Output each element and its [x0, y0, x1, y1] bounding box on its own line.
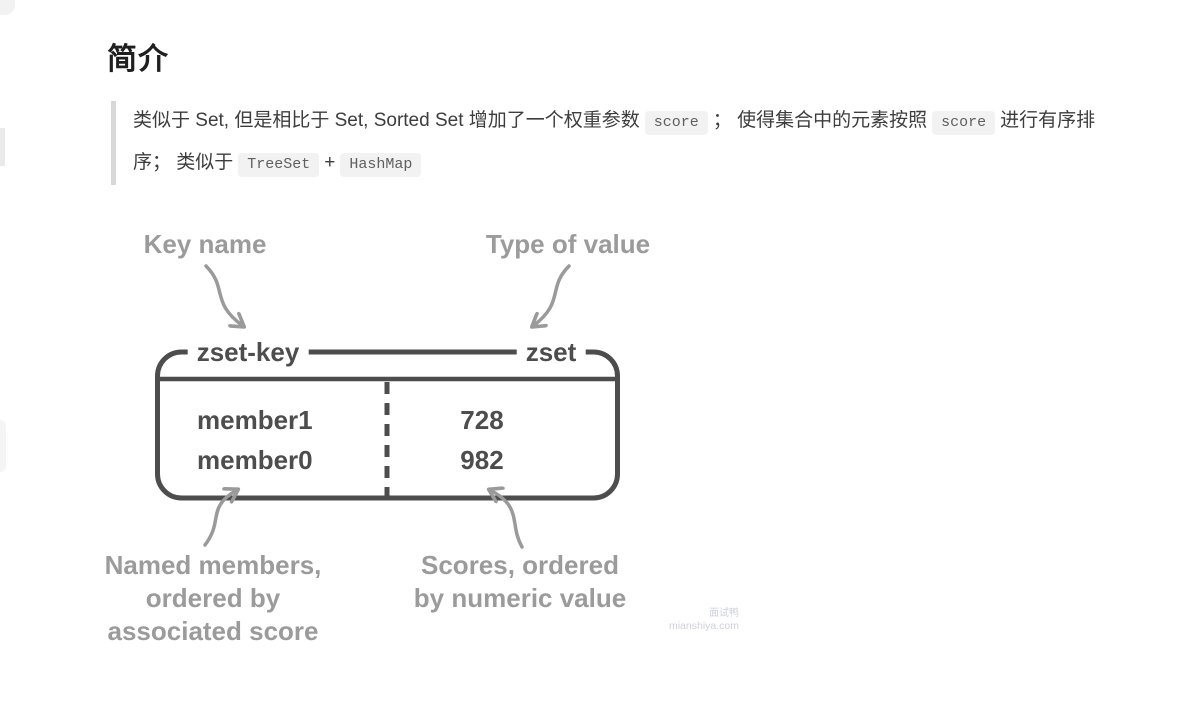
code-chip-hashmap: HashMap — [340, 153, 422, 177]
intro-text: 进行有序排序； 类似于 — [133, 110, 1096, 173]
scores-note-arrow-icon — [490, 490, 524, 549]
page-corner-artifact — [0, 0, 15, 15]
code-chip-score-2: score — [932, 111, 996, 135]
type-of-value-label: Type of value — [485, 229, 651, 259]
intro-text: 类似于 Set, 但是相比于 Set, Sorted Set 增加了一个权重参数 — [133, 110, 640, 131]
members-note-line: Named members, — [104, 550, 322, 580]
page-title: 简介 — [107, 43, 169, 76]
watermark-domain: mianshiya.com — [668, 620, 739, 632]
scores-note-line: Scores, ordered — [421, 550, 619, 580]
left-edge-artifact — [0, 128, 5, 166]
members-note-line: ordered by — [145, 583, 281, 613]
scores-note-line: by numeric value — [413, 583, 627, 613]
member-cell: member1 — [197, 405, 313, 435]
intro-blockquote: 类似于 Set, 但是相比于 Set, Sorted Set 增加了一个权重参数… — [111, 101, 1121, 185]
members-note-arrow-icon — [203, 490, 237, 547]
score-cell: 728 — [460, 405, 504, 435]
member-cell: member0 — [197, 445, 313, 475]
code-chip-score-1: score — [644, 111, 708, 135]
intro-text: ； 使得集合中的元素按照 — [712, 110, 928, 131]
key-name-label: Key name — [143, 229, 267, 259]
members-note-line: associated score — [107, 616, 319, 646]
left-edge-artifact-2 — [0, 420, 6, 472]
article: 简介 类似于 Set, 但是相比于 Set, Sorted Set 增加了一个权… — [0, 0, 1179, 185]
type-of-value-arrow-icon — [533, 264, 571, 326]
key-name-arrow-icon — [204, 264, 243, 326]
zset-value-type: zset — [516, 337, 586, 367]
score-cell: 982 — [460, 445, 504, 475]
intro-text-plus: + — [324, 152, 336, 173]
code-chip-treeset: TreeSet — [238, 153, 320, 177]
zset-box-outline — [155, 349, 620, 501]
watermark-brand: 面试鸭 — [709, 608, 739, 619]
scores-note: Scores, ordered by numeric value — [414, 549, 626, 615]
zset-key-name: zset-key — [187, 337, 309, 367]
members-note: Named members, ordered by associated sco… — [105, 549, 322, 648]
site-watermark: 面试鸭 mianshiya.com — [653, 607, 739, 633]
